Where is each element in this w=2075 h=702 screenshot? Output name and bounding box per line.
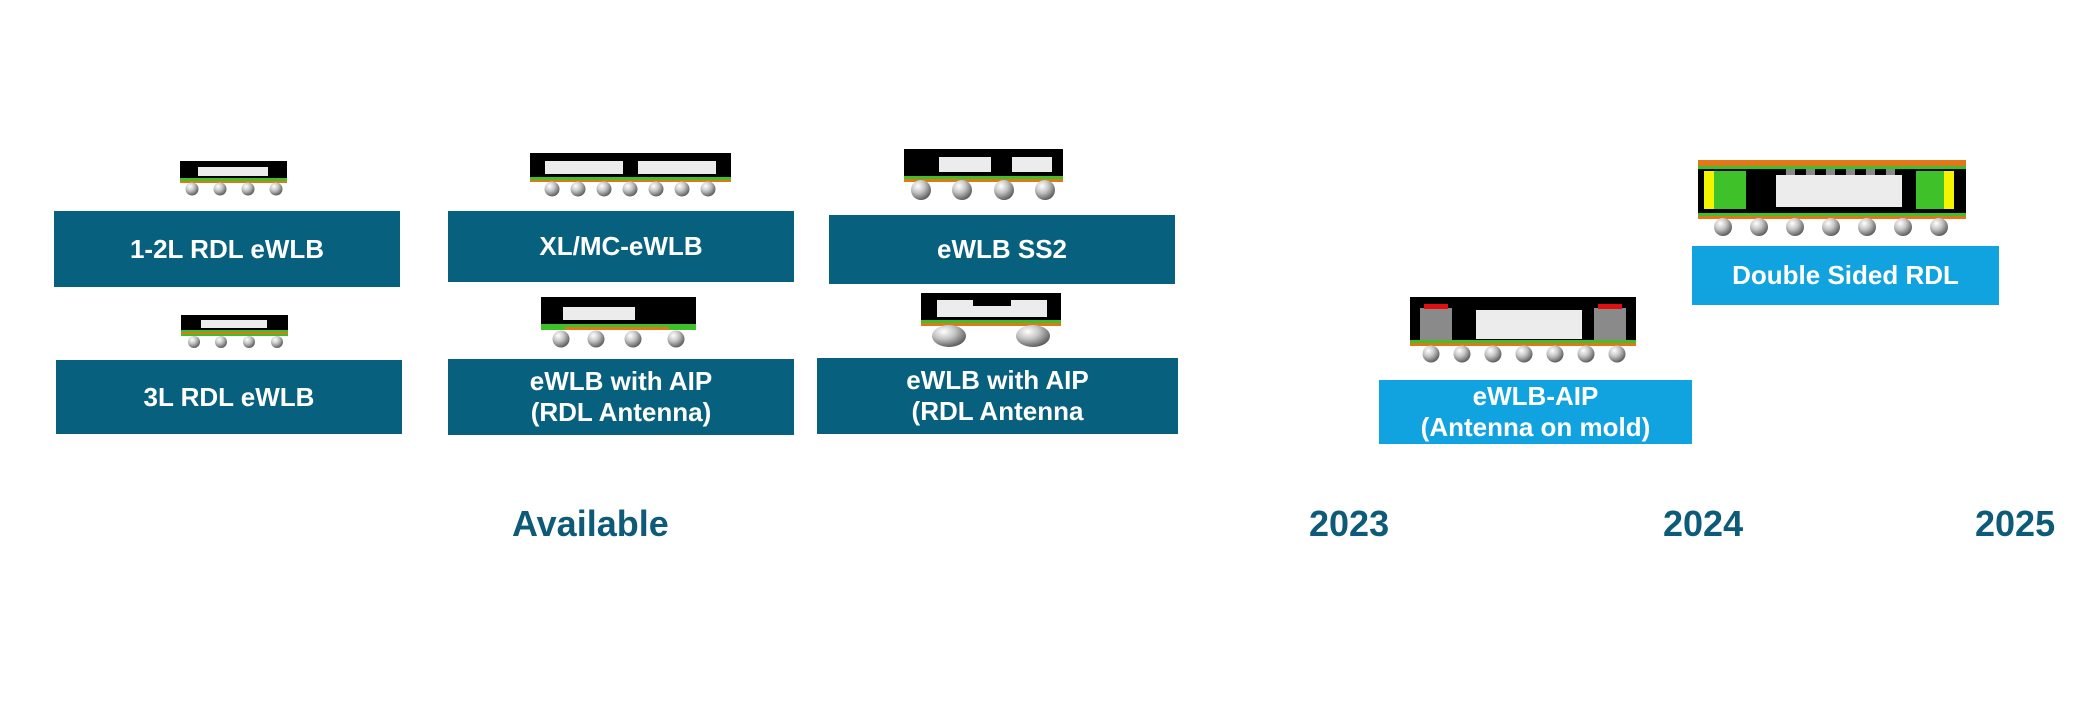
- timeline-2025-label: 2025: [1975, 503, 2056, 544]
- box-xl-mc-ewlb: XL/MC-eWLB: [448, 211, 794, 282]
- timeline-available-label: Available: [512, 503, 669, 544]
- timeline-2024-label: 2024: [1663, 503, 1744, 544]
- box-double-sided-rdl: Double Sided RDL: [1692, 246, 1999, 305]
- pkg-ewlb-ss2-illustration: [904, 149, 1063, 200]
- box-label-line: 1-2L RDL eWLB: [129, 233, 325, 264]
- timeline-2023-label: 2023: [1309, 503, 1390, 544]
- pkg-1-2l-rdl-ewlb-illustration: [180, 161, 287, 196]
- box-label-line: 3L RDL eWLB: [143, 381, 315, 412]
- box-3l-rdl-ewlb: 3L RDL eWLB: [56, 360, 402, 434]
- box-ewlb-ss2: eWLB SS2: [829, 215, 1175, 284]
- box-label-line: (RDL Antenna: [911, 396, 1084, 426]
- pkg-3l-rdl-ewlb-illustration: [181, 315, 288, 348]
- box-ewlb-aip-mold: eWLB-AIP (Antenna on mold): [1379, 380, 1692, 444]
- box-label-line: eWLB SS2: [936, 234, 1068, 264]
- box-label-line: (RDL Antenna): [530, 397, 712, 427]
- box-ewlb-aip-rdl-1: eWLB with AIP (RDL Antenna): [448, 359, 794, 435]
- pkg-ewlb-aip-mold-illustration: [1410, 297, 1636, 363]
- pkg-ewlb-aip-rdl-2-illustration: [921, 293, 1061, 347]
- box-label-line: eWLB with AIP: [906, 365, 1089, 395]
- box-label-line: eWLB with AIP: [529, 366, 713, 396]
- pkg-xl-mc-ewlb-illustration: [530, 153, 731, 197]
- pkg-ewlb-aip-rdl-1-illustration: [541, 297, 696, 348]
- box-1-2l-rdl-ewlb: 1-2L RDL eWLB: [54, 211, 400, 287]
- box-label-line: XL/MC-eWLB: [539, 231, 703, 261]
- box-ewlb-aip-rdl-2: eWLB with AIP (RDL Antenna: [817, 358, 1178, 434]
- box-label-line: (Antenna on mold): [1420, 412, 1651, 442]
- box-label-line: Double Sided RDL: [1732, 260, 1959, 290]
- box-label-line: eWLB-AIP: [1472, 381, 1599, 411]
- pkg-double-sided-rdl-illustration: [1698, 160, 1966, 236]
